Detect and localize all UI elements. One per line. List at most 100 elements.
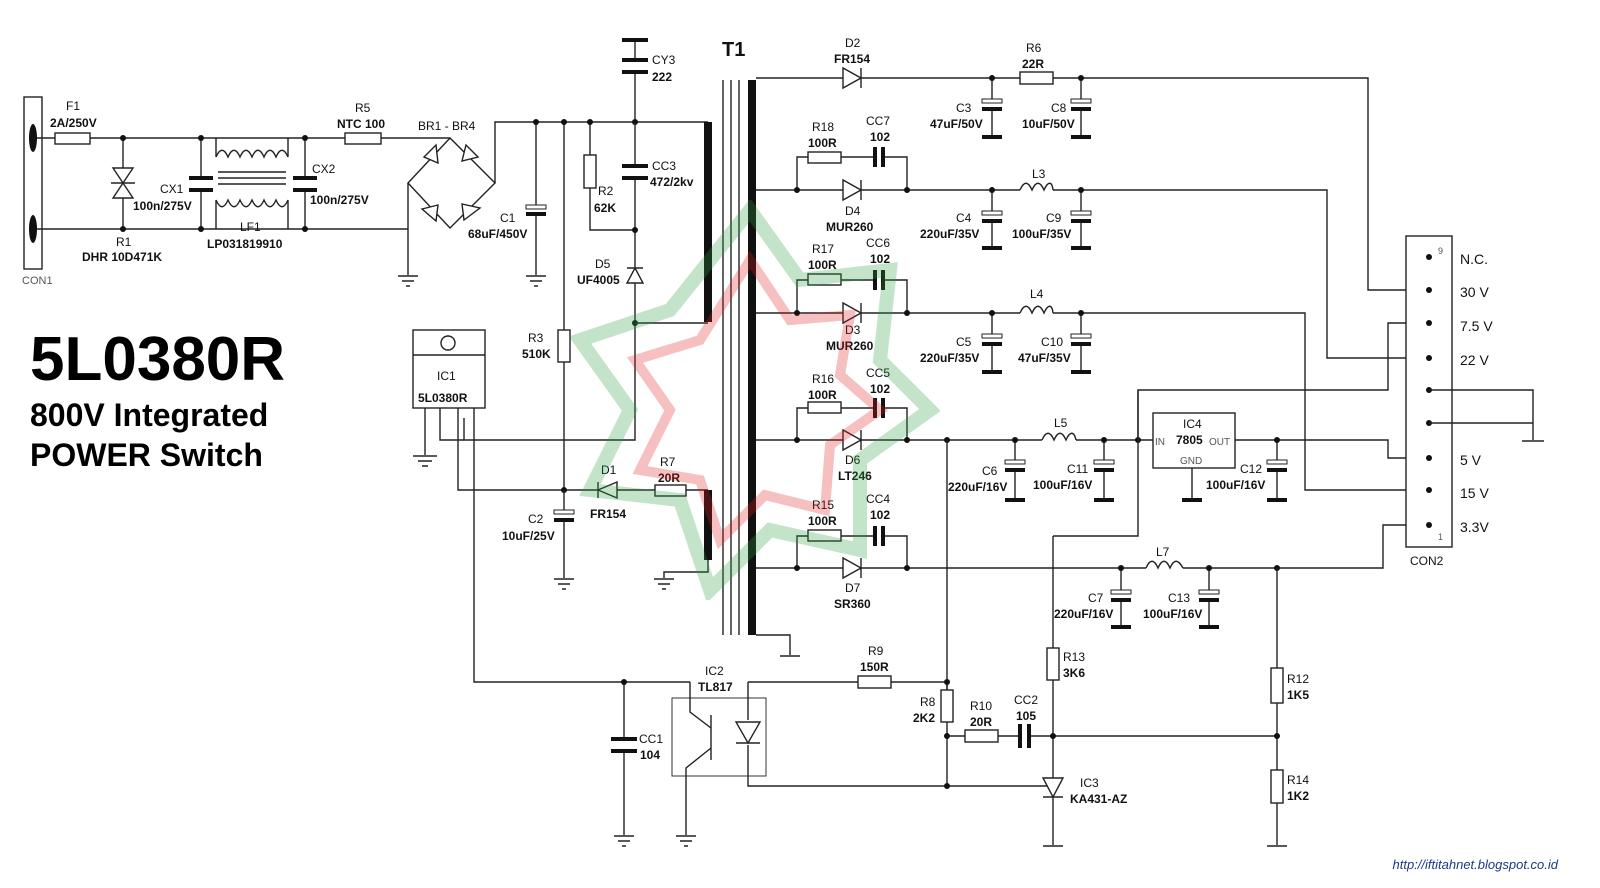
svg-text:1: 1 [1438,532,1443,542]
c9-value: 100uF/35V [1012,227,1071,241]
svg-text:GND: GND [1180,456,1202,467]
r13-ref: R13 [1063,650,1085,664]
r6-value: 22R [1022,57,1044,71]
r1-ref: R1 [116,235,132,249]
primary-section: CY3 222 R3 510K R2 62K CC3 472/2kv D5 UF… [412,38,709,683]
output-30v: 30 V [1460,284,1489,300]
d7-value: SR360 [834,597,871,611]
d3-ref: D3 [845,323,861,337]
c1-value: 68uF/450V [468,227,527,241]
cc1-ref: CC1 [639,732,663,746]
r12-ref: R12 [1287,672,1309,686]
c6-value: 220uF/16V [948,480,1007,494]
r14-value: 1K2 [1287,789,1309,803]
r9-value: 150R [860,660,889,674]
secondary-7v5: R15 100R CC4 102 D7 SR360 L7 C7 220uF/16… [756,322,1424,629]
lf1-ref: LF1 [240,220,261,234]
svg-text:9: 9 [1438,246,1443,256]
con2-label: CON2 [1410,554,1444,568]
d7-ref: D7 [845,581,861,595]
r10-value: 20R [970,715,992,729]
cc2-ref: CC2 [1014,693,1038,707]
t1-label: T1 [722,39,745,61]
d3-value: MUR260 [826,339,874,353]
c4-ref: C4 [956,211,972,225]
ic2-value: TL817 [698,680,733,694]
output-nc: N.C. [1460,251,1488,267]
d2-value: FR154 [834,52,870,66]
input-section: CON1 F1 2A/250V R1 DHR 10D471K CX1 100n/… [22,96,708,287]
cx2-value: 100n/275V [310,193,369,207]
c8-value: 10uF/50V [1022,117,1075,131]
chip-title: 5L0380R [30,325,286,394]
transformer-t1: T1 [704,39,800,657]
secondary-15v: R17 100R CC6 102 D3 MUR260 L4 C5 220uF/3… [756,236,1424,491]
resistor-r6 [1019,71,1054,85]
cc3-ref: CC3 [652,159,676,173]
c1-ref: C1 [500,211,516,225]
r3-ref: R3 [528,331,544,345]
con1-connector [23,96,43,270]
r8-ref: R8 [920,695,936,709]
cc6-value: 102 [870,252,890,266]
l5-ref: L5 [1054,416,1068,430]
chip-subtitle-1: 800V Integrated [30,397,269,433]
c12-ref: C12 [1240,462,1262,476]
ntc-r5 [344,132,382,145]
lf1-value: LP031819910 [207,237,283,251]
d5-value: UF4005 [577,273,620,287]
cc4-value: 102 [870,508,890,522]
c13-value: 100uF/16V [1143,607,1202,621]
d2-ref: D2 [845,36,861,50]
r17-value: 100R [808,258,837,272]
cc3-value: 472/2kv [650,175,694,189]
con2-connector: 9 1 CON2 N.C. 30 V 7.5 V 22 V 5 V 15 V 3… [1405,235,1544,568]
r16-value: 100R [808,388,837,402]
c13-ref: C13 [1168,591,1190,605]
r9-ref: R9 [868,644,884,658]
c5-value: 220uF/35V [920,351,979,365]
ic4-7805 [1152,412,1236,469]
r2-ref: R2 [598,184,614,198]
r7-value: 20R [658,471,680,485]
cc7-value: 102 [870,130,890,144]
cc5-ref: CC5 [866,366,890,380]
c10-ref: C10 [1041,335,1063,349]
c12-value: 100uF/16V [1206,478,1265,492]
source-url[interactable]: http://iftitahnet.blogspot.co.id [1392,857,1559,872]
l4-ref: L4 [1030,287,1044,301]
c5-ref: C5 [956,335,972,349]
secondary-30v: D2 FR154 R6 22R C3 47uF/50V C8 10uF/50V [756,36,1424,291]
r8-value: 2K2 [913,711,935,725]
ic1-ref: IC1 [437,369,456,383]
br-ref: BR1 - BR4 [418,119,476,133]
r7-ref: R7 [660,455,676,469]
r12-value: 1K5 [1287,688,1309,702]
r3-value: 510K [522,347,551,361]
resistor-r3 [557,329,571,363]
cc6-ref: CC6 [866,236,890,250]
r15-ref: R15 [812,498,834,512]
fuse-f1 [54,132,91,145]
c4-value: 220uF/35V [920,227,979,241]
output-15v: 15 V [1460,485,1489,501]
cx1-ref: CX1 [160,182,184,196]
r18-value: 100R [808,136,837,150]
l3-ref: L3 [1032,167,1046,181]
cc4-ref: CC4 [866,492,890,506]
d4-ref: D4 [845,204,861,218]
secondary-5v: R16 100R CC5 102 D6 LT246 L5 C6 220uF/16… [756,366,1424,502]
output-3v3: 3.3V [1460,519,1489,535]
c7-value: 220uF/16V [1054,607,1113,621]
svg-text:OUT: OUT [1209,437,1230,448]
secondary-22v: R18 100R CC7 102 D4 MUR260 L3 C4 220uF/3… [756,114,1424,359]
c7-ref: C7 [1088,591,1104,605]
r5-ref: R5 [355,101,371,115]
r13-value: 3K6 [1063,666,1085,680]
d6-value: LT246 [838,469,872,483]
ic3-value: KA431-AZ [1070,792,1127,806]
output-7v5: 7.5 V [1460,318,1493,334]
title-block: 5L0380R 800V Integrated POWER Switch [30,325,285,475]
resistor-r9 [857,675,892,689]
